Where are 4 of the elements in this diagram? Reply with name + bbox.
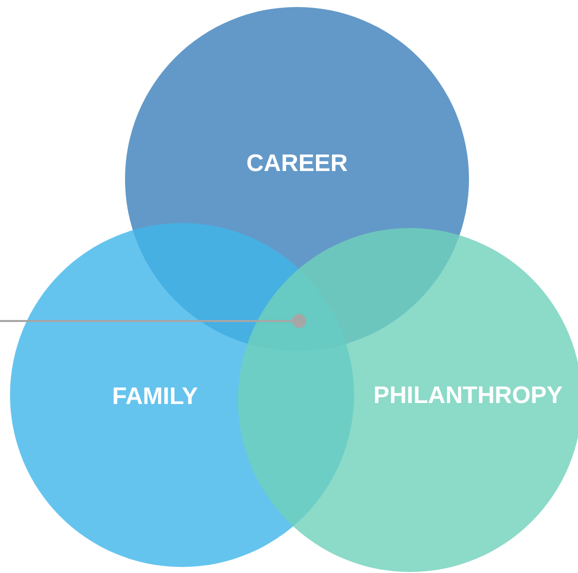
circle-label: PHILANTHROPY [373, 384, 563, 408]
circle-label: CAREER [246, 152, 348, 176]
circle-label: FAMILY [112, 385, 198, 409]
leader-line [0, 320, 292, 322]
